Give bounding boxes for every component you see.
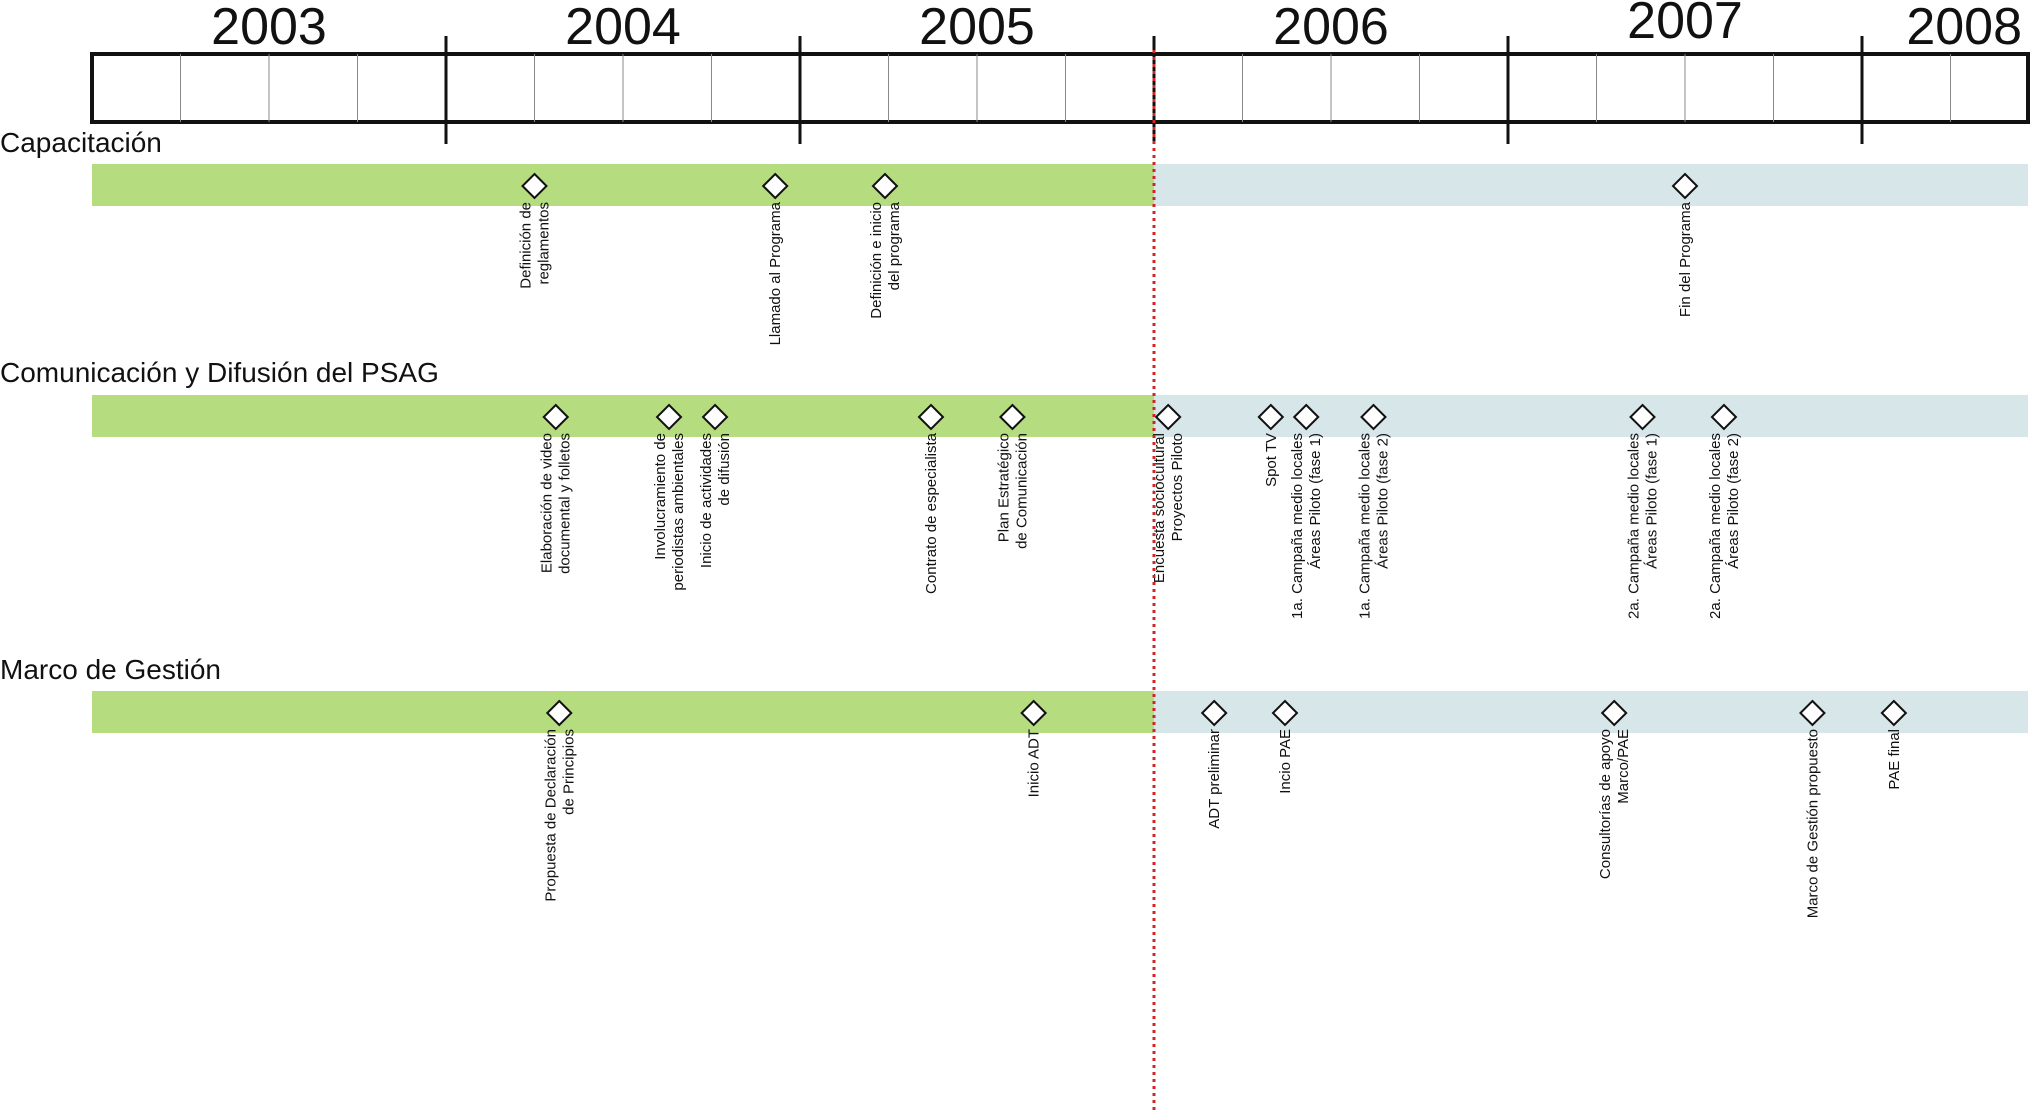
year-axis: 2003 2004 2005 2006 2007 2008 [90,0,2030,144]
milestone-label: ADT preliminar [1206,729,1223,829]
milestone: PAE final [1880,699,1908,790]
milestone: Llamado al Programa [761,172,789,345]
milestone-label: de difusión [716,433,733,506]
year-label: 2007 [1627,0,1743,50]
milestone-diamond [1799,699,1826,727]
milestone-diamond [761,172,789,200]
milestone-diamond [917,403,945,431]
year-label: 2003 [211,0,327,56]
year-label: 2006 [1273,0,1389,56]
milestone-label: Plan Estratégico [995,433,1012,542]
milestone-diamond [521,172,548,200]
completed-bar [92,691,1154,733]
milestone-label: reglamentos [536,202,553,285]
milestone-diamond [1257,403,1285,431]
milestone-diamond [1292,403,1320,431]
milestone-diamond [655,403,683,431]
milestone-label: de Comunicación [1013,433,1030,549]
milestone-diamond [1020,699,1048,727]
milestone-label: Llamado al Programa [767,201,784,345]
milestone: Fin del Programa [1671,172,1699,317]
milestone-diamond [1600,699,1628,727]
milestone: Contrato de especialista [917,403,945,594]
milestone-label: Áreas Piloto (fase 1) [1644,433,1661,569]
milestone-diamond [1629,403,1656,431]
completed-bar [92,164,1154,206]
section-title: Marco de Gestión [0,654,221,685]
year-label: 2004 [565,0,681,56]
milestone-label: 1a. Campaña medio locales [1289,433,1306,619]
milestone-diamond [701,403,729,431]
milestone: Marco de Gestión propuesto [1799,699,1826,918]
milestone-label: Definición de [518,202,535,289]
milestone-label: Spot TV [1263,433,1280,487]
milestone-label: Áreas Piloto (fase 2) [1374,433,1391,569]
section-2: Comunicación y Difusión del PSAG Elaborac… [0,357,2028,619]
milestone-label: Marco de Gestión propuesto [1804,729,1821,918]
milestone-label: Inicio ADT [1026,729,1043,797]
planned-bar [1154,395,2028,437]
milestone-diamond [1710,403,1738,431]
milestone-label: 2a. Campaña medio locales [1626,433,1643,619]
milestone-label: Fin del Programa [1677,201,1694,317]
milestone-diamond [1880,699,1908,727]
milestone-label: Encuesta sociocultural [1151,433,1168,583]
year-label: 2005 [919,0,1035,56]
planned-bar [1154,164,2028,206]
section-title: Capacitación [0,127,162,158]
milestone-diamond [545,699,573,727]
milestone: Inicio ADT [1020,699,1048,797]
milestone-diamond [1154,403,1182,431]
milestone: Spot TV [1257,403,1285,487]
milestone-label: del programa [886,201,903,290]
milestone-label: de Principios [560,729,577,815]
milestone-diamond [1360,403,1387,431]
milestone-label: periodistas ambientales [670,433,687,591]
section-title: Comunicación y Difusión del PSAG [0,357,439,388]
milestone-label: 2a. Campaña medio locales [1707,433,1724,619]
milestone-label: Propuesta de Declaración [542,729,559,902]
milestone-label: Consultorías de apoyo [1597,729,1614,879]
milestone-diamond [1271,699,1299,727]
milestone-label: Elaboración de video [539,433,556,573]
axis-box [90,52,2030,124]
milestone-diamond [542,403,570,431]
milestone-label: 1a. Campaña medio locales [1356,433,1373,619]
milestone-diamond [871,172,899,200]
milestone: Incio PAE [1271,699,1299,794]
milestone-diamond [998,403,1026,431]
milestone-label: Incio PAE [1277,729,1294,794]
milestone-label: Definición e inicio [868,202,885,319]
milestone-label: Proyectos Piloto [1169,433,1186,541]
milestone: ADT preliminar [1200,699,1228,829]
milestone-label: Áreas Piloto (fase 2) [1725,433,1742,569]
milestone-label: Áreas Piloto (fase 1) [1307,433,1324,569]
milestone-diamond [1200,699,1228,727]
milestone-label: Involucramiento de [652,433,669,560]
milestone-label: documental y folletos [557,433,574,574]
milestone-label: PAE final [1886,729,1903,790]
milestone-label: Inicio de actividades [698,433,715,568]
completed-bar [92,395,1154,437]
milestone-label: Contrato de especialista [923,432,940,594]
milestone-diamond [1671,172,1699,200]
milestone-label: Marco/PAE [1615,729,1632,804]
year-label: 2008 [1906,0,2022,56]
